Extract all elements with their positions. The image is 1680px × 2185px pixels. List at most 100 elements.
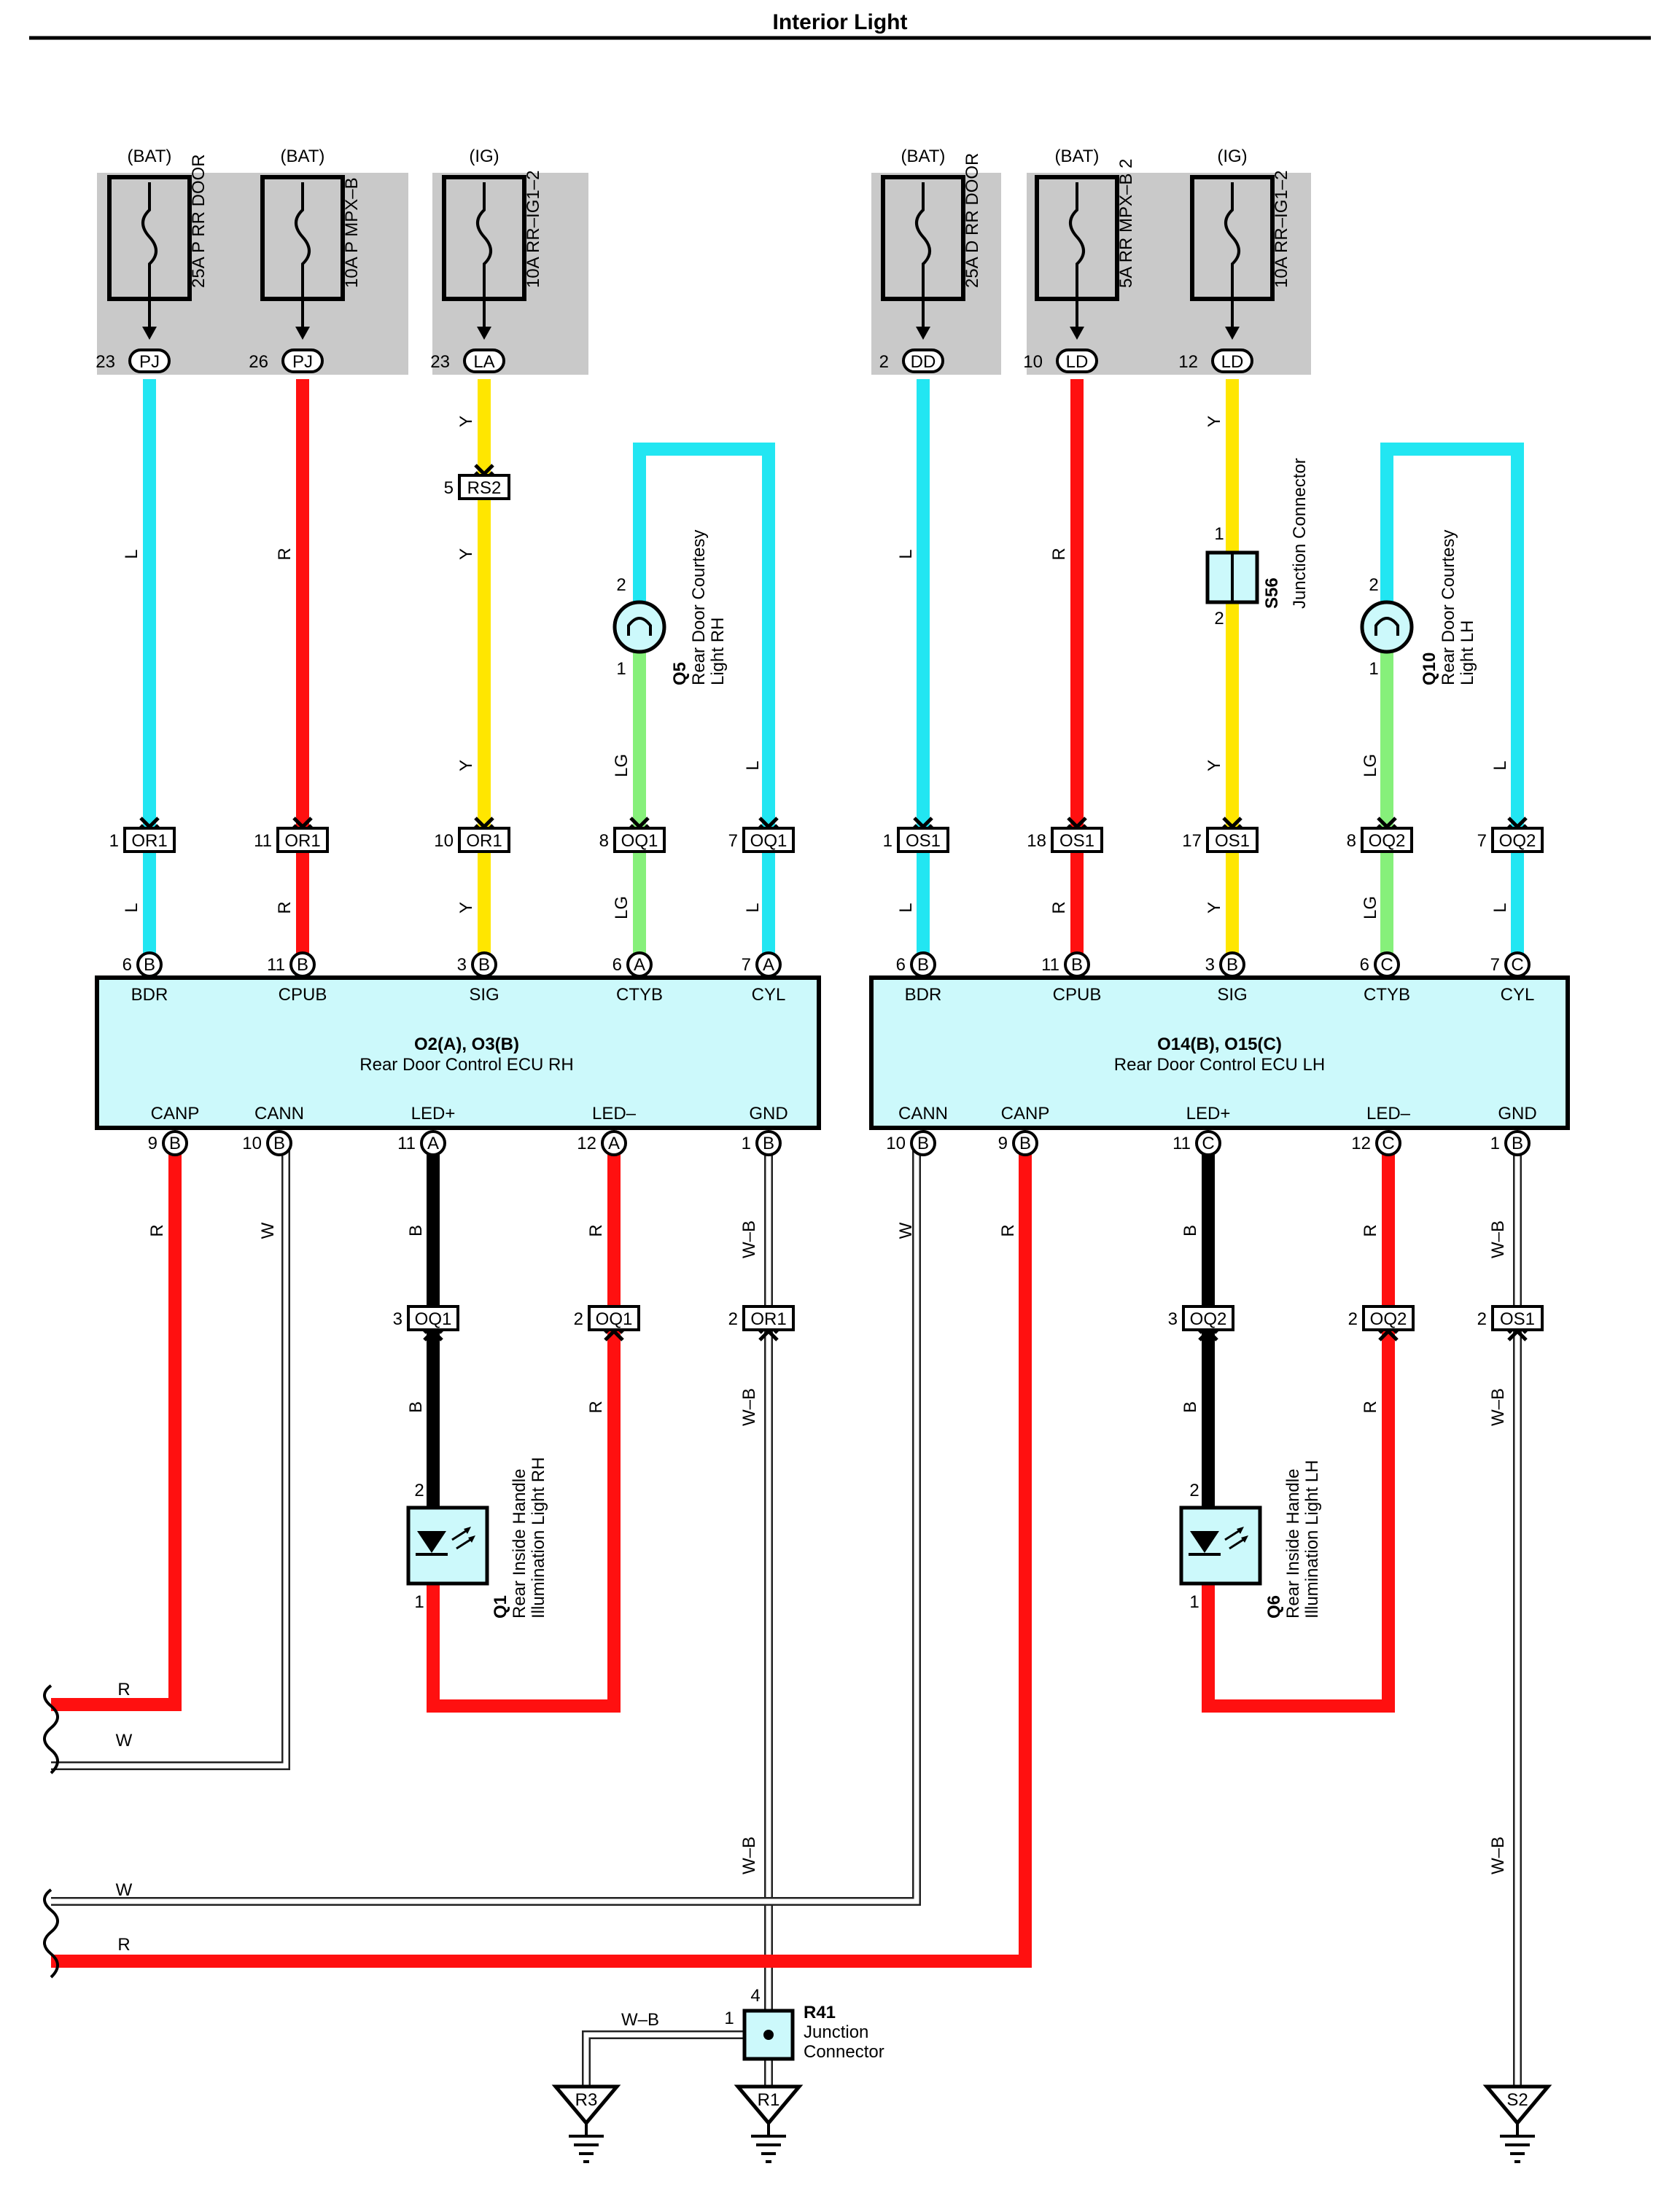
ecu-pin-top: [289, 951, 316, 978]
pin-label: SIG: [1217, 985, 1247, 1005]
q5-pin-bottom: 1: [616, 659, 626, 679]
wire-label: W–B: [739, 1220, 759, 1258]
wire-label: L: [1490, 760, 1510, 770]
fuse-name: 5A RR MPX–B 2: [1116, 159, 1136, 288]
wire-canp-rh: [51, 1137, 182, 1711]
pin-number: 10: [886, 1134, 906, 1153]
fuse-power-label: (BAT): [128, 147, 172, 166]
ecu-name: Rear Door Control ECU RH: [359, 1055, 573, 1075]
fuse-name: 10A RR–IG1–2: [1272, 171, 1291, 288]
bulb-icon: [612, 600, 666, 654]
ground-label-s2: S2: [1506, 2090, 1528, 2110]
fuse-icon: [141, 182, 158, 328]
connector-code: OQ2: [1369, 831, 1406, 851]
pin-label: CYL: [752, 985, 786, 1005]
inline-connector: [1491, 827, 1544, 853]
ecu-pin-bottom: [162, 1130, 188, 1156]
q10-pin-top: 2: [1369, 575, 1378, 595]
wire-label: R: [1361, 1224, 1380, 1236]
ecu-pin-top: [626, 951, 653, 978]
pin-number: 7: [1490, 955, 1500, 975]
pin-number: 1: [742, 1134, 751, 1153]
q1-name-line2: Illumination Light RH: [529, 1457, 548, 1619]
pin-label: LED+: [411, 1104, 456, 1123]
pin-number: 3: [1168, 1309, 1178, 1329]
fuse-name: 10A P MPX–B: [342, 177, 362, 288]
wire-label: R: [275, 901, 295, 914]
inline-connector: [1206, 827, 1259, 853]
pin-connector: B: [478, 955, 490, 975]
wire-label: R: [998, 1224, 1018, 1236]
pin-connector: B: [1019, 1134, 1031, 1153]
ecu-pin-top: [1219, 951, 1245, 978]
pin-number: 9: [998, 1134, 1008, 1153]
wire-label: W: [116, 1731, 133, 1750]
fuse-icon: [915, 182, 931, 328]
pin-number: 1: [883, 831, 892, 851]
connector-code: OS1: [1059, 831, 1094, 851]
pin-connector: B: [1071, 955, 1083, 975]
arrow-icon: [916, 327, 930, 340]
ecu-id: O2(A), O3(B): [414, 1035, 519, 1054]
inline-connector: [588, 1305, 640, 1331]
wire-label: L: [743, 903, 763, 912]
q6-pin-bottom: 1: [1189, 1592, 1199, 1612]
rear-door-courtesy-light-lh: 2 1 Q10 Rear Door Courtesy Light LH: [1360, 530, 1477, 685]
wire-label: L: [896, 903, 916, 912]
wire-label: R: [117, 1935, 130, 1955]
ecu-pin-top: [910, 951, 936, 978]
inline-connector: [123, 827, 176, 853]
wire-canp-lh: [51, 1137, 1032, 1968]
connector-code: OQ2: [1190, 1309, 1227, 1329]
pin-number: 2: [1348, 1309, 1358, 1329]
connector-code: LD: [1221, 352, 1244, 372]
q10-name-line2: Light LH: [1458, 620, 1477, 685]
wire-label: Y: [1205, 902, 1224, 914]
ground-s2: S2: [1482, 2084, 1552, 2163]
inline-connector: [1362, 1305, 1415, 1331]
ecu-pin-top: [1064, 951, 1090, 978]
wire-label: Y: [456, 416, 476, 427]
pin-label: LED–: [592, 1104, 637, 1123]
connector-oval: [1056, 348, 1098, 373]
pin-label: BDR: [131, 985, 168, 1005]
ecu-pin-bottom: [1504, 1130, 1531, 1156]
pin-connector: B: [144, 955, 155, 975]
pin-label: CANN: [898, 1104, 948, 1123]
pin-connector: B: [1226, 955, 1238, 975]
connector-code: OQ1: [621, 831, 658, 851]
connector-code: OR1: [131, 831, 167, 851]
bulb-icon: [1360, 600, 1414, 654]
pin-label: LED–: [1366, 1104, 1411, 1123]
wire-label: R: [586, 1401, 606, 1413]
wire-label: R: [1049, 901, 1069, 914]
connector-code: LA: [473, 352, 494, 372]
pin-connector: A: [763, 955, 774, 975]
wires: [51, 379, 1524, 2087]
wire-label: W: [258, 1222, 278, 1239]
connector-oval: [463, 348, 505, 373]
wire-label: L: [1490, 903, 1510, 912]
inline-connector: [458, 474, 510, 500]
wire-label: W–B: [1488, 1220, 1508, 1258]
pin-number: 17: [1182, 831, 1202, 851]
connector-code: OR1: [750, 1309, 786, 1329]
pin-connector: C: [1380, 955, 1393, 975]
pin-number: 6: [896, 955, 906, 975]
pin-connector: C: [1511, 955, 1523, 975]
q6-code: Q6: [1264, 1595, 1284, 1619]
pin-number: 9: [148, 1134, 158, 1153]
ecu-pin-bottom: [910, 1130, 936, 1156]
pin-number: 11: [397, 1134, 416, 1153]
pin-number: 3: [393, 1309, 402, 1329]
pin-connector: C: [1382, 1134, 1394, 1153]
wire-label: W–B: [621, 2010, 659, 2030]
ecu-pin-top: [755, 951, 782, 978]
q5-name-line2: Light RH: [708, 618, 728, 685]
fuse-power-label: (BAT): [1055, 147, 1100, 166]
wire-label: L: [896, 549, 916, 558]
pin-number: 10: [434, 831, 454, 851]
q6-name-line2: Illumination Light LH: [1302, 1460, 1322, 1619]
pin-number: 26: [249, 352, 268, 372]
